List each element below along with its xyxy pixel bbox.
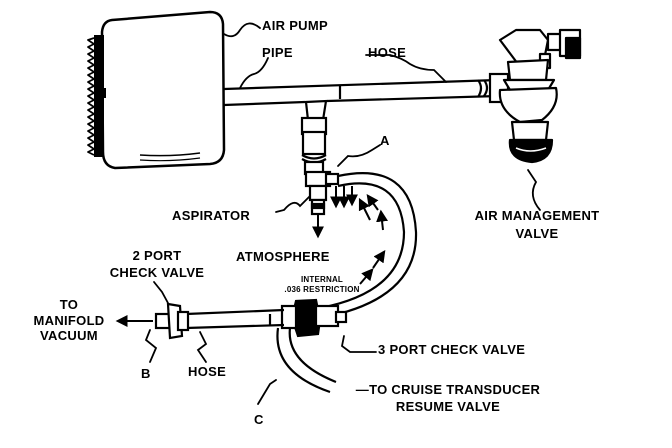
tee-and-aspirator-line	[300, 99, 328, 176]
pipe-and-hose	[223, 72, 510, 107]
label-point-b: B	[141, 366, 151, 381]
label-air-management-valve-line2: VALVE	[515, 225, 559, 241]
label-air-management-valve-line1: AIR MANAGEMENT	[474, 208, 600, 223]
label-to-manifold-vacuum-line1: TO	[59, 297, 79, 312]
label-cruise-transducer-line1: —TO CRUISE TRANSDUCER	[355, 382, 541, 397]
label-internal-restriction-line2: .036 RESTRICTION	[284, 285, 360, 295]
pump-pulley	[87, 35, 106, 157]
label-to-manifold-vacuum: TO MANIFOLD VACUUM	[24, 298, 114, 343]
label-three-port-check-valve: 3 PORT CHECK VALVE	[378, 342, 526, 357]
three-port-check-valve	[280, 298, 348, 338]
label-hose-top: HOSE	[368, 45, 407, 60]
label-cruise-transducer-line2: RESUME VALVE	[395, 398, 501, 414]
air-management-valve	[498, 28, 582, 164]
label-point-c: C	[254, 412, 264, 427]
label-atmosphere: ATMOSPHERE	[236, 249, 330, 264]
label-two-port-check-valve-line2: CHECK VALVE	[109, 264, 205, 280]
label-hose-bottom: HOSE	[188, 364, 227, 379]
label-two-port-check-valve-line1: 2 PORT	[132, 248, 182, 263]
cruise-transducer-hose	[276, 327, 337, 394]
label-pipe: PIPE	[262, 45, 293, 60]
label-two-port-check-valve: 2 PORT CHECK VALVE	[98, 249, 216, 279]
airflow-arrows	[312, 186, 371, 239]
label-cruise-transducer: —TO CRUISE TRANSDUCER RESUME VALVE	[338, 383, 558, 413]
label-to-manifold-vacuum-line2: MANIFOLD	[33, 312, 105, 328]
air-pump	[87, 10, 226, 170]
label-internal-restriction: INTERNAL .036 RESTRICTION	[280, 275, 364, 295]
label-internal-restriction-line1: INTERNAL	[300, 275, 344, 284]
label-point-a: A	[380, 133, 390, 148]
label-air-management-valve: AIR MANAGEMENT VALVE	[448, 209, 626, 240]
leader-lines	[144, 22, 541, 405]
label-to-manifold-vacuum-line3: VACUUM	[40, 328, 98, 344]
hose-flow-arrows	[359, 194, 389, 285]
lower-hose	[185, 308, 285, 330]
aspirator	[304, 170, 340, 216]
return-hose	[319, 172, 418, 320]
two-port-check-valve	[154, 302, 190, 340]
label-aspirator: ASPIRATOR	[172, 208, 251, 223]
label-air-pump: AIR PUMP	[262, 18, 328, 33]
